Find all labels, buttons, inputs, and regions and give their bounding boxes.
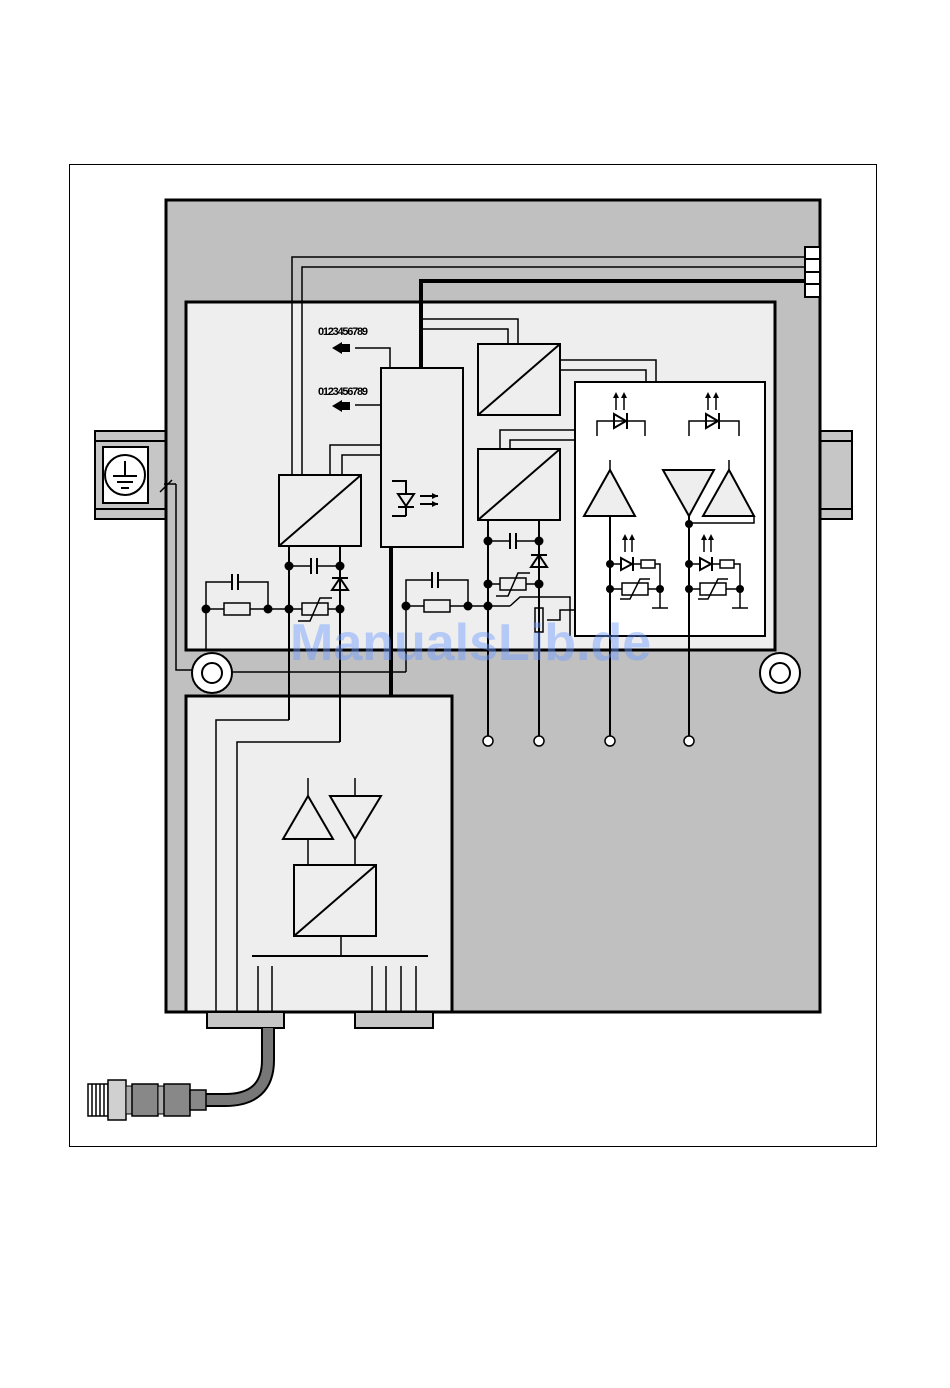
din-rail-right — [820, 431, 852, 519]
dc-converter-top — [478, 344, 560, 415]
mounting-screw-right — [760, 653, 800, 693]
microcontroller-block — [381, 368, 463, 547]
terminal-2 — [534, 736, 544, 746]
mounting-screw-left — [192, 653, 232, 693]
lower-board — [186, 696, 452, 1012]
rotary-switch-2-digits: 0123456789 — [318, 386, 368, 398]
earth-ground-icon — [103, 447, 148, 503]
terminal-1 — [483, 736, 493, 746]
dc-converter-bottom — [294, 865, 376, 936]
bus-plug-right — [355, 1012, 433, 1028]
rotary-switch-1-digits: 0123456789 — [318, 326, 368, 338]
terminal-4 — [684, 736, 694, 746]
m12-connector-icon — [88, 1080, 206, 1120]
dc-converter-left — [279, 475, 361, 546]
right-connector — [805, 247, 820, 297]
watermark: ManualsLib.de — [290, 614, 651, 672]
terminal-3 — [605, 736, 615, 746]
bus-plug-left — [207, 1012, 284, 1028]
dc-converter-middle — [478, 449, 560, 520]
